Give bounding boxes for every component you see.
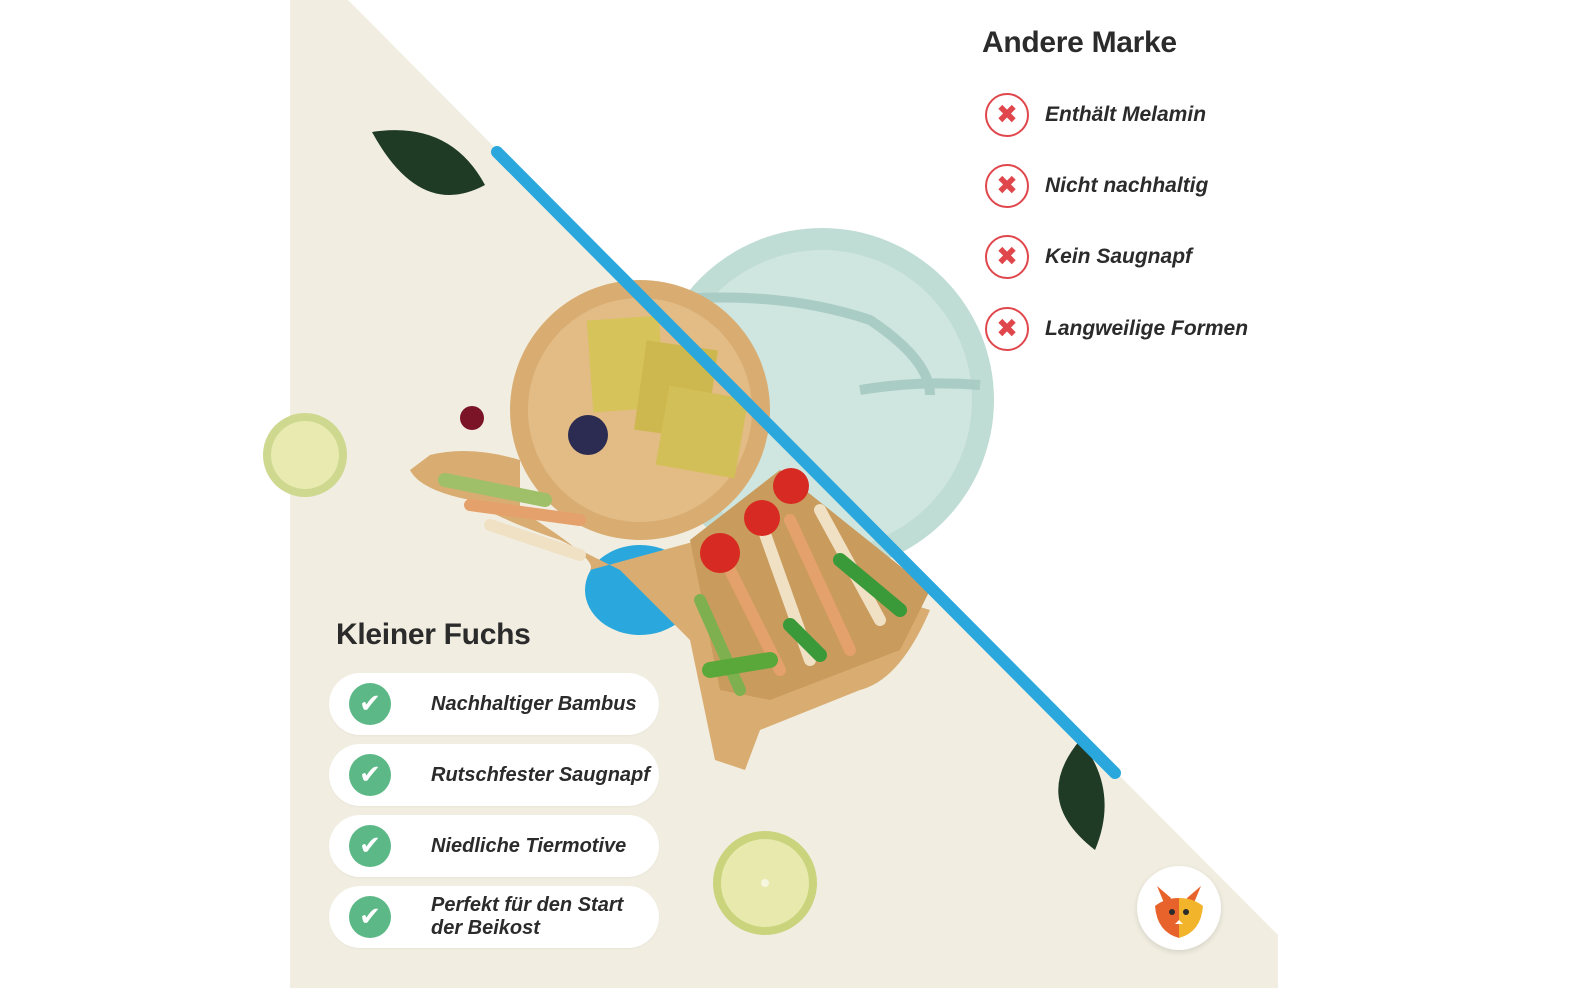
- pro-item: ✔ Rutschfester Saugnapf: [329, 744, 659, 806]
- cranberry-image: [460, 406, 484, 430]
- pro-item-label: Niedliche Tiermotive: [431, 834, 627, 857]
- crackers-image: [586, 315, 749, 479]
- lime-slice-bottom-image: [713, 831, 817, 935]
- veggie-snacks-image: [438, 473, 907, 696]
- con-item: ✖ Enthält Melamin: [985, 91, 1206, 139]
- pro-item: ✔ Nachhaltiger Bambus: [329, 673, 659, 735]
- check-icon: ✔: [349, 683, 391, 725]
- con-item: ✖ Kein Saugnapf: [985, 233, 1192, 281]
- x-mark-icon: ✖: [985, 235, 1029, 279]
- pro-item-label: Nachhaltiger Bambus: [431, 692, 637, 715]
- pro-item: ✔ Niedliche Tiermotive: [329, 815, 659, 877]
- leaf-top-image: [372, 130, 485, 195]
- pro-item-label: Rutschfester Saugnapf: [431, 763, 650, 786]
- check-icon: ✔: [349, 754, 391, 796]
- pro-item-label: Perfekt für den Start der Beikost: [431, 894, 624, 939]
- con-item-label: Nicht nachhaltig: [1045, 174, 1209, 197]
- check-icon: ✔: [349, 896, 391, 938]
- tomato-pieces-image: [700, 468, 809, 573]
- fox-logo-icon: [1155, 886, 1203, 938]
- x-mark-icon: ✖: [985, 93, 1029, 137]
- lime-slice-left-image: [263, 413, 347, 497]
- other-brand-heading: Andere Marke: [982, 26, 1177, 59]
- divider-line: [491, 146, 1121, 779]
- con-item: ✖ Langweilige Formen: [985, 305, 1248, 353]
- pro-item: ✔ Perfekt für den Start der Beikost: [329, 886, 659, 948]
- con-item-label: Langweilige Formen: [1045, 317, 1249, 340]
- blueberry-image: [568, 415, 608, 455]
- check-icon: ✔: [349, 825, 391, 867]
- fox-logo-badge: [1137, 866, 1221, 950]
- x-mark-icon: ✖: [985, 164, 1029, 208]
- x-mark-icon: ✖: [985, 307, 1029, 351]
- con-item-label: Enthält Melamin: [1045, 103, 1207, 126]
- con-item-label: Kein Saugnapf: [1045, 245, 1193, 268]
- con-item: ✖ Nicht nachhaltig: [985, 162, 1208, 210]
- our-brand-heading: Kleiner Fuchs: [336, 618, 531, 651]
- leaf-bottom-image: [1058, 740, 1105, 850]
